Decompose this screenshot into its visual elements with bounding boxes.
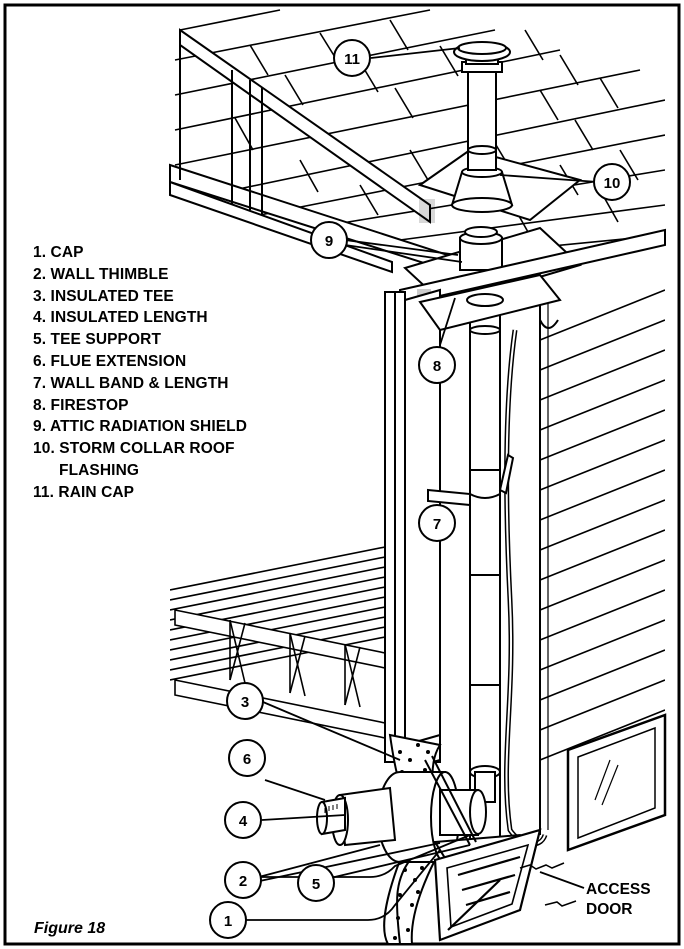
callout-9-label: 9 [325, 233, 333, 250]
callout-3: 3 [226, 682, 264, 720]
callout-10: 10 [593, 163, 631, 201]
callout-8: 8 [418, 346, 456, 384]
callout-5-label: 5 [312, 876, 320, 893]
legend-item-wall-thimble: 2. WALL THIMBLE [33, 265, 169, 283]
floor-joists [170, 535, 396, 745]
legend-item-wall-band-length: 7. WALL BAND & LENGTH [33, 374, 229, 392]
callout-5: 5 [297, 864, 335, 902]
callout-3-label: 3 [241, 694, 249, 711]
parts-legend: 1. CAP 2. WALL THIMBLE 3. INSULATED TEE … [33, 242, 247, 504]
legend-item-flashing: FLASHING [59, 461, 140, 479]
callout-10-label: 10 [604, 175, 621, 192]
firestop [418, 273, 562, 332]
legend-item-flue-extension: 6. FLUE EXTENSION [33, 352, 187, 370]
figure-caption: Figure 18 [34, 920, 106, 937]
callout-6-label: 6 [243, 751, 251, 768]
callout-11-label: 11 [344, 51, 360, 68]
wall-band [427, 453, 515, 507]
chimney-pipe-upper [453, 41, 511, 171]
legend-item-cap: 1. CAP [33, 244, 84, 261]
callout-2-label: 2 [239, 873, 247, 890]
figure-frame [3, 3, 681, 946]
legend-item-rain-cap: 11. RAIN CAP [33, 483, 135, 501]
chimney-pipe-main [469, 299, 501, 846]
access-door-box [433, 828, 542, 942]
legend-item-insulated-length: 4. INSULATED LENGTH [33, 309, 208, 327]
callout-6: 6 [228, 739, 266, 777]
access-door-label: ACCESS DOOR [586, 880, 651, 920]
insulated-length [316, 786, 397, 847]
callout-9: 9 [310, 221, 348, 259]
callout-7: 7 [418, 504, 456, 542]
storm-collar-flashing [417, 148, 583, 222]
legend-item-attic-radiation-shield: 9. ATTIC RADIATION SHIELD [33, 418, 248, 436]
legend-item-insulated-tee: 3. INSULATED TEE [33, 287, 174, 305]
interior-wall-frame [384, 291, 406, 763]
window [566, 713, 667, 852]
legend-item-storm-collar: 10. STORM COLLAR ROOF [33, 440, 235, 458]
access-door-line1: ACCESS [586, 881, 651, 898]
callout-4-label: 4 [239, 813, 248, 830]
callout-7-label: 7 [433, 516, 441, 533]
access-door-line2: DOOR [586, 901, 633, 918]
callout-4: 4 [224, 801, 262, 839]
callout-11: 11 [333, 39, 371, 77]
callout-2: 2 [224, 861, 262, 899]
legend-item-firestop: 8. FIRESTOP [33, 396, 129, 414]
ground-line [519, 862, 577, 907]
legend-item-tee-support: 5. TEE SUPPORT [33, 331, 162, 349]
callout-8-label: 8 [433, 358, 441, 375]
